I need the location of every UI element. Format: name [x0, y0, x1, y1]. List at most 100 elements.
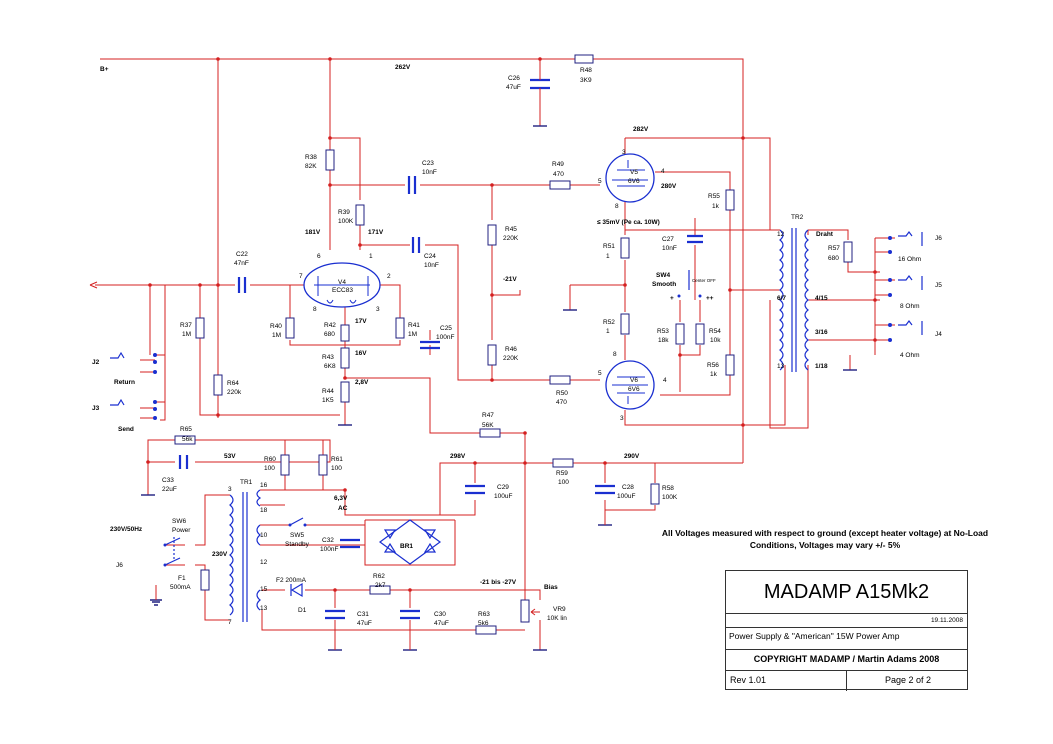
- label-f1n: F1: [178, 575, 186, 582]
- resistor-r63: [475, 625, 497, 635]
- label-p6: 6: [317, 253, 321, 260]
- resistor-r58: [650, 483, 660, 505]
- label-280v: 280V: [661, 183, 677, 190]
- label-r37v: 1M: [182, 331, 191, 338]
- resistor-r60: [280, 454, 290, 476]
- capacitor-c23: [407, 176, 417, 194]
- label-c23v: 10nF: [422, 169, 437, 176]
- label-t12: 12: [777, 231, 785, 238]
- label-v4t: ECC83: [332, 287, 353, 294]
- label-r55n: R55: [708, 193, 720, 200]
- label-c32v: 100nF: [320, 546, 338, 553]
- label-pin5b: 5: [598, 370, 602, 377]
- label-t7: 7: [228, 619, 232, 626]
- capacitor-c28: [595, 484, 615, 495]
- label-j6b: J6: [116, 562, 123, 569]
- resistor-r42: [340, 324, 350, 342]
- label-r47n: R47: [482, 412, 494, 419]
- label-p2: 2: [387, 273, 391, 280]
- label-p7: 7: [299, 273, 303, 280]
- label-c26n: C26: [508, 75, 520, 82]
- label-tr1: TR1: [240, 479, 253, 486]
- label-r53n: R53: [657, 328, 669, 335]
- label-j6o: J6: [935, 235, 942, 242]
- label-j2: J2: [92, 359, 100, 366]
- copyright: COPYRIGHT MADAMP / Martin Adams 2008: [753, 654, 940, 664]
- resistor-r54: [695, 323, 705, 345]
- label-r38n: R38: [305, 154, 317, 161]
- label-c25v: 100nF: [436, 334, 454, 341]
- resistor-r52: [620, 313, 630, 335]
- label-r58n: R58: [662, 485, 674, 492]
- label-t18: 18: [260, 507, 268, 514]
- label-pin3a: 3: [622, 149, 626, 156]
- label-t12b: 12: [260, 559, 268, 566]
- resistor-r48: [574, 54, 594, 64]
- label-r39n: R39: [338, 209, 350, 216]
- label-t316: 3/16: [815, 329, 828, 336]
- tube-v5: [605, 153, 655, 203]
- resistors: [174, 54, 853, 635]
- voltage-note: All Voltages measured with respect to gr…: [661, 528, 989, 550]
- label-br1: BR1: [400, 543, 413, 550]
- label-v6n: V6: [630, 377, 638, 384]
- resistor-r53: [675, 323, 685, 345]
- label-r56n: R56: [707, 362, 719, 369]
- label-r48v: 3K9: [580, 77, 592, 84]
- schematic-description: Power Supply & "American" 15W Power Amp: [729, 631, 900, 641]
- label-pin5a: 5: [598, 178, 602, 185]
- label-v5n: V5: [630, 169, 638, 176]
- label-j3: J3: [92, 405, 100, 412]
- fuse-f1: [200, 569, 210, 591]
- label-c23n: C23: [422, 160, 434, 167]
- label-t16: 16: [260, 482, 268, 489]
- label-v6t: 6V6: [628, 386, 640, 393]
- label-r37n: R37: [180, 322, 192, 329]
- label-r65n: R65: [180, 426, 192, 433]
- label-r62n: R62: [373, 573, 385, 580]
- label-tr2: TR2: [791, 214, 804, 221]
- label-j4o: J4: [935, 331, 942, 338]
- label-plus: +: [670, 295, 674, 302]
- label-c30v: 47uF: [434, 620, 449, 627]
- label-r59n: R59: [556, 470, 568, 477]
- tube-v6: [605, 360, 655, 410]
- label-r44n: R44: [322, 388, 334, 395]
- label-f2: F2 200mA: [276, 577, 307, 584]
- label-r54n: R54: [709, 328, 721, 335]
- label-171v: 171V: [368, 229, 384, 236]
- label-v4n: V4: [338, 279, 346, 286]
- label-sw6n: SW6: [172, 518, 186, 525]
- resistor-r45: [487, 224, 497, 246]
- label-r52v: 1: [606, 328, 610, 335]
- label-r61n: R61: [331, 456, 343, 463]
- schematic-title: MADAMP A15Mk2: [763, 581, 930, 603]
- capacitor-c29: [465, 484, 485, 495]
- resistor-r37: [195, 317, 205, 339]
- label-r49v: 470: [553, 171, 564, 178]
- label-pin4b: 4: [663, 377, 667, 384]
- junctions: [146, 57, 877, 592]
- label-d1: D1: [298, 607, 307, 614]
- resistor-r38: [325, 149, 335, 171]
- label-o8: 8 Ohm: [900, 303, 920, 310]
- label-r47v: 56K: [482, 422, 494, 429]
- label-p8: 8: [313, 306, 317, 313]
- label-t118: 1/18: [815, 363, 828, 370]
- label-17v: 17V: [355, 318, 367, 325]
- label-r42v: 680: [324, 331, 335, 338]
- label-r57n: R57: [828, 245, 840, 252]
- potentiometer-vr9: [520, 599, 530, 623]
- label-28v: 2,8V: [355, 379, 369, 386]
- label-r43n: R43: [322, 354, 334, 361]
- label-r58v: 100K: [662, 494, 678, 501]
- label-r48n: R48: [580, 67, 592, 74]
- label-r56v: 1k: [710, 371, 718, 378]
- label-c22n: C22: [236, 251, 248, 258]
- label-sw4n: SW4: [656, 272, 670, 279]
- label-bplus: B+: [100, 66, 109, 73]
- grounds: [141, 125, 857, 651]
- label-53v: 53V: [224, 453, 236, 460]
- label-r59v: 100: [558, 479, 569, 486]
